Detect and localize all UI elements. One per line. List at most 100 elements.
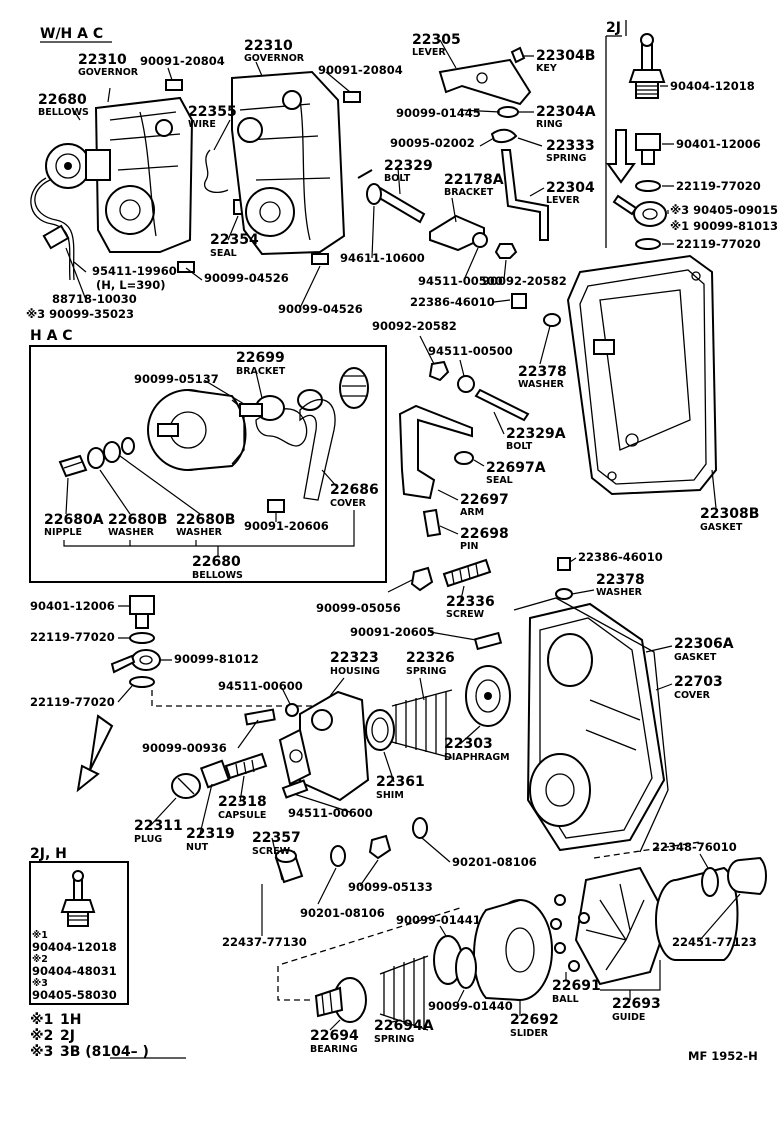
label-94511-00600-b: 94511-00600 xyxy=(288,806,373,820)
name-seal-22354: SEAL xyxy=(210,248,237,259)
spring-22333 xyxy=(490,128,518,144)
label-22680a: 22680A xyxy=(44,512,104,528)
washer-22119-77020-d xyxy=(129,676,155,688)
label-22361: 22361 xyxy=(376,774,425,790)
name-bolt-22329: BOLT xyxy=(384,173,411,184)
label-94611-10600: 94611-10600 xyxy=(340,251,425,265)
shim-22361 xyxy=(365,709,395,751)
label-22703: 22703 xyxy=(674,674,723,690)
label-94511-00500-a: 94511-00500 xyxy=(418,274,503,288)
label-90099-00936: 90099-00936 xyxy=(142,741,227,755)
name-washer-22378-a: WASHER xyxy=(518,379,565,390)
label-22119-77020-c: 22119-77020 xyxy=(30,630,115,644)
seal-22697a xyxy=(454,451,474,465)
label-90091-20804-left: 90091-20804 xyxy=(140,54,225,68)
label-90091-20606: 90091-20606 xyxy=(244,519,329,533)
name-bracket-22178a: BRACKET xyxy=(444,187,494,198)
nut-94511-00600-a xyxy=(285,703,299,717)
diaphragm-22303-drawing xyxy=(465,665,511,727)
balls-22691 xyxy=(550,894,590,972)
name-screw-22336: SCREW xyxy=(446,609,485,620)
governor-left-drawing xyxy=(45,96,194,253)
name-screw-22357: SCREW xyxy=(252,846,291,857)
label-22304b: 22304B xyxy=(536,48,595,64)
label-22386-46010-b: 22386-46010 xyxy=(578,550,663,564)
label-22318: 22318 xyxy=(218,794,267,810)
label-22119-77020-d: 22119-77020 xyxy=(30,695,115,709)
washer-94611-10600 xyxy=(366,183,382,205)
ring-90099-01440 xyxy=(455,947,477,989)
inset-part-2: 90404-48031 xyxy=(32,964,117,978)
legend-key-2: ※2 xyxy=(30,1028,53,1044)
label-22357: 22357 xyxy=(252,830,301,846)
washer-22119-77020-a xyxy=(635,180,661,192)
label-90099-05133: 90099-05133 xyxy=(348,880,433,894)
hac-box xyxy=(29,345,387,583)
label-22698: 22698 xyxy=(460,526,509,542)
label-22692: 22692 xyxy=(510,1012,559,1028)
washer-22119-77020-c xyxy=(129,632,155,644)
label-22311: 22311 xyxy=(134,818,183,834)
banjo-90405-09015 xyxy=(612,194,667,227)
label-94511-00500-b: 94511-00500 xyxy=(428,344,513,358)
spring-22326-drawing xyxy=(391,689,453,759)
label-22323: 22323 xyxy=(330,650,379,666)
name-nut-22319: NUT xyxy=(186,842,209,853)
arrow-down-2j-top xyxy=(606,129,636,184)
name-lever-22305: LEVER xyxy=(412,47,446,58)
label-90201-08106-b: 90201-08106 xyxy=(452,855,537,869)
label-90092-20582-a: 90092-20582 xyxy=(482,274,567,288)
label-22686: 22686 xyxy=(330,482,379,498)
name-spring-22326: SPRING xyxy=(406,666,447,677)
label-90099-05056: 90099-05056 xyxy=(316,601,401,615)
bolt-90401-12006-b xyxy=(129,595,155,629)
screw-90099-04526-a xyxy=(177,261,195,273)
drawing-code: MF 1952-H xyxy=(688,1049,758,1063)
label-90405-09015: ※3 90405-09015 xyxy=(670,203,778,217)
washer-90201-08106-a xyxy=(330,845,346,867)
screw-90099-00936 xyxy=(244,708,276,726)
name-governor-right: GOVERNOR xyxy=(244,53,305,64)
label-22355: 22355 xyxy=(188,104,237,120)
label-22699: 22699 xyxy=(236,350,285,366)
screw-90099-05137 xyxy=(239,403,263,417)
label-22308b: 22308B xyxy=(700,506,759,522)
name-cover-22686: COVER xyxy=(330,498,367,509)
label-22354: 22354 xyxy=(210,232,259,248)
section-2jh-title: 2J, H xyxy=(30,846,67,862)
legend-key-1: ※1 xyxy=(30,1012,53,1028)
screw-90099-04526-b xyxy=(311,253,329,265)
washer-22378-b xyxy=(555,588,573,600)
label-90091-20804-right: 90091-20804 xyxy=(318,63,403,77)
name-governor-left: GOVERNOR xyxy=(78,67,139,78)
governor-right-drawing xyxy=(231,70,346,256)
fitting-90404-12018 xyxy=(628,33,666,99)
screw-90091-20804-a xyxy=(165,79,183,91)
label-90404-12018: 90404-12018 xyxy=(670,79,755,93)
section-hac-title: H A C xyxy=(30,328,73,344)
name-bracket-22699: BRACKET xyxy=(236,366,286,377)
washer-90201-08106-b xyxy=(412,817,428,839)
washer-22680b-3 xyxy=(121,437,135,455)
legend-key-3: ※3 xyxy=(30,1044,53,1060)
label-90099-01445: 90099-01445 xyxy=(396,106,481,120)
label-22305: 22305 xyxy=(412,32,461,48)
label-90099-01440: 90099-01440 xyxy=(428,999,513,1013)
label-22437-77130: 22437-77130 xyxy=(222,935,307,949)
label-22319: 22319 xyxy=(186,826,235,842)
ring-22304a xyxy=(497,106,519,118)
washer-22119-77020-b xyxy=(635,238,661,250)
bolt-22386-46010-b xyxy=(557,557,571,571)
washer-22378-a xyxy=(543,313,561,327)
name-shim: SHIM xyxy=(376,790,404,801)
screw-94511-00600-b xyxy=(281,779,309,799)
label-94511-00600-a: 94511-00600 xyxy=(218,679,303,693)
label-22304a: 22304A xyxy=(536,104,596,120)
label-90095-02002: 90095-02002 xyxy=(390,136,475,150)
arrow-down-left xyxy=(76,714,114,793)
label-22329: 22329 xyxy=(384,158,433,174)
label-90099-01441: 90099-01441 xyxy=(396,913,481,927)
label-22333: 22333 xyxy=(546,138,595,154)
pin-22698 xyxy=(422,508,442,538)
